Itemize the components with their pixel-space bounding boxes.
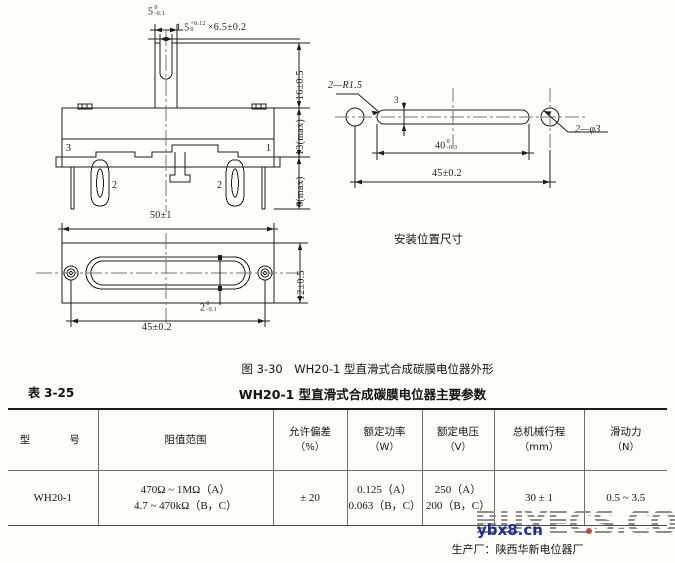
- header-cell-force: 滑动力 （N）: [583, 410, 667, 470]
- table-bottom-border: [8, 525, 667, 526]
- dim-slot-thickness-3: 3: [394, 95, 399, 105]
- header-cell-travel: 总机械行程 （mm）: [493, 410, 585, 470]
- table-header-row: 型 号 阻值范围 允许偏差 （%） 额定功率 （W） 额定电压 （V）: [8, 410, 667, 470]
- table-top-border: [8, 408, 667, 410]
- pin-label-2-left: 2: [112, 180, 117, 191]
- dim-height-13: 13(max): [295, 119, 306, 155]
- dim-45-mounting: 45±0.2: [432, 168, 462, 179]
- dim-height-6: 6(max): [295, 176, 306, 207]
- watermark-dot: [586, 528, 592, 534]
- table-number: 表 3-25: [28, 386, 75, 400]
- dim-length-45-top: 45±0.2: [142, 322, 172, 333]
- header-cell-power: 额定功率 （W）: [346, 410, 423, 470]
- dim-height-16: 16±0.5: [295, 70, 306, 100]
- parameters-table-body: WH20-1 470Ω ~ 1MΩ（A） 4.7 ~ 470kΩ（B，C） ± …: [8, 471, 667, 525]
- dim-height-12: 12±0.5: [296, 270, 307, 300]
- table-title: WH20-1 型直滑式合成碳膜电位器主要参数: [238, 387, 487, 402]
- parameters-table-block: 表 3-25 WH20-1 型直滑式合成碳膜电位器主要参数 型 号 阻值范围 允…: [0, 382, 675, 526]
- mounting-caption: 安装位置尺寸: [394, 232, 463, 246]
- cell-force: 0.5 ~ 3.5: [583, 471, 667, 525]
- cell-travel: 30 ± 1: [493, 471, 585, 525]
- header-cell-tolerance: 允许偏差 （%）: [272, 410, 348, 470]
- cell-model: WH20-1: [8, 471, 99, 525]
- table-title-row: 表 3-25 WH20-1 型直滑式合成碳膜电位器主要参数: [0, 382, 675, 408]
- cell-power: 0.125（A） 0.063（B，C）: [346, 471, 423, 525]
- header-cell-resistance: 阻值范围: [97, 410, 274, 470]
- cell-resistance: 470Ω ~ 1MΩ（A） 4.7 ~ 470kΩ（B，C）: [97, 471, 274, 525]
- parameters-table: 型 号 阻值范围 允许偏差 （%） 额定功率 （W） 额定电压 （V）: [8, 410, 667, 470]
- table-header-separator: [8, 470, 667, 471]
- top-view-svg: [36, 223, 308, 327]
- front-view-svg: [55, 24, 310, 212]
- pin-label-2-right: 2: [217, 180, 222, 191]
- header-cell-model: 型 号: [8, 410, 99, 470]
- cell-voltage: 250（A） 200（B，C）: [421, 471, 495, 525]
- label-2-phi3: 2—φ3: [575, 124, 601, 135]
- pin-label-1: 1: [266, 143, 271, 154]
- manufacturer-footer: 生产厂：陕西华新电位器厂: [451, 543, 584, 556]
- label-2-r15: 2—R1.5: [328, 80, 363, 91]
- mounting-view-svg: [335, 88, 608, 188]
- dim-length-50: 50±1: [150, 210, 172, 221]
- header-cell-voltage: 额定电压 （V）: [421, 410, 495, 470]
- table-row: WH20-1 470Ω ~ 1MΩ（A） 4.7 ~ 470kΩ（B，C） ± …: [8, 471, 667, 525]
- figure-caption: 图 3-30 WH20-1 型直滑式合成碳膜电位器外形: [241, 362, 494, 376]
- cell-tolerance: ± 20: [272, 471, 348, 525]
- pin-label-3: 3: [66, 143, 71, 154]
